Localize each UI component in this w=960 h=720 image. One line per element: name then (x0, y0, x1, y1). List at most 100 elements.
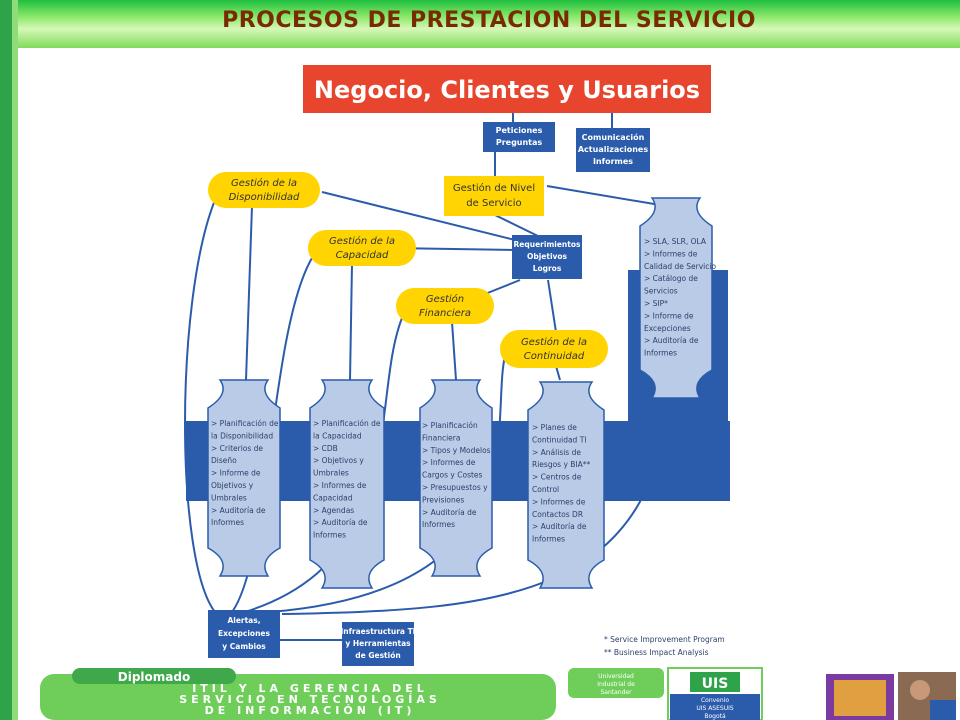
requerimientos-line-2: Objetivos (527, 252, 568, 261)
footer-banner-line-2: SERVICIO EN TECNOLOGÍAS (179, 693, 441, 706)
comunicacion-line-1: Comunicación (582, 132, 645, 142)
fin-list-item: > Informes de (422, 458, 476, 467)
comunicacion-line-2: Actualizaciones (578, 145, 648, 154)
capacidad-line-1: Gestión de la (329, 235, 395, 247)
cap-list-item: > Objetivos y (313, 456, 364, 465)
cont-list-item: Control (532, 485, 559, 494)
page-title: PROCESOS DE PRESTACION DEL SERVICIO (222, 8, 756, 33)
convenio-line-3: Bogotá (704, 713, 726, 720)
sla-list-item: > SIP* (644, 299, 668, 308)
disp-list-item: > Auditoría de (211, 506, 266, 515)
peticiones-line-1: Peticiones (496, 126, 543, 135)
alertas-line-1: Alertas, (227, 616, 260, 625)
cap-list-item: la Capacidad (313, 431, 362, 440)
top-banner (303, 65, 711, 113)
sla-list-item: > Informes de (644, 249, 698, 258)
continuidad-scroll (527, 381, 605, 589)
sla-scroll (639, 197, 713, 399)
financiera-scroll (419, 379, 493, 577)
uis-logo-mark (690, 672, 740, 692)
footnote-sip: * Service Improvement Program (604, 635, 725, 644)
disp-list-item: Informes (211, 518, 244, 527)
nivel-servicio-box (444, 176, 544, 216)
disp-list-item: > Informe de (211, 469, 261, 478)
footer: Diplomado ITIL Y LA GERENCIA DEL SERVICI… (40, 667, 956, 720)
cont-list-item: > Análisis de (532, 448, 581, 457)
alertas-line-3: y Cambios (222, 642, 266, 651)
requerimientos-box (512, 235, 582, 279)
disp-list-item: la Disponibilidad (211, 431, 273, 440)
sla-list-item: > Catálogo de (644, 274, 698, 283)
cont-list-item: Informes (532, 535, 565, 544)
fin-list-item: Financiera (422, 433, 460, 442)
disponibilidad-oval (208, 172, 320, 208)
nivel-servicio-line-2: de Servicio (466, 198, 521, 209)
header-bar: PROCESOS DE PRESTACION DEL SERVICIO (18, 0, 960, 48)
thumbnail-photo-person (910, 680, 930, 700)
cont-list-item: > Planes de (532, 423, 577, 432)
disponibilidad-line-1: Gestión de la (231, 177, 297, 189)
disponibilidad-line-2: Disponibilidad (229, 192, 300, 203)
requerimientos-line-1: Requerimientos (514, 240, 581, 249)
sla-list-item: Servicios (644, 287, 678, 296)
fin-list-item: Cargos y Costes (422, 471, 483, 480)
cont-list-item: Contactos DR (532, 510, 583, 519)
comunicacion-box (576, 128, 650, 172)
financiera-line-1: Gestión (426, 293, 464, 305)
nivel-servicio-line-1: Gestión de Nivel (453, 182, 535, 194)
fin-list-item: Previsiones (422, 495, 464, 504)
capacidad-line-2: Capacidad (336, 250, 389, 261)
sla-list-item: Excepciones (644, 324, 691, 333)
diplomado-tab (72, 668, 236, 684)
financiera-oval (396, 288, 494, 324)
sla-list-item: > Informe de (644, 311, 694, 320)
capacidad-oval (308, 230, 416, 266)
fin-list-item: > Presupuestos y (422, 483, 488, 492)
continuidad-oval (500, 330, 608, 368)
peticiones-box (483, 122, 555, 152)
left-accent-bar (0, 0, 12, 720)
financiera-line-2: Financiera (419, 308, 471, 319)
continuidad-line-1: Gestión de la (521, 336, 587, 348)
sla-list-item: Informes (644, 349, 677, 358)
infraestructura-line-2: y Herramientas (345, 639, 411, 648)
convenio-line-1: Convenio (701, 697, 729, 704)
fin-list-item: > Tipos y Modelos (422, 446, 491, 455)
cap-list-item: > CDB (313, 444, 338, 453)
fin-list-item: > Auditoría de (422, 508, 477, 517)
uis-logo-text: UIS (702, 676, 729, 692)
infraestructura-line-3: de Gestión (355, 651, 400, 660)
diplomado-label: Diplomado (118, 670, 190, 684)
top-banner-text: Negocio, Clientes y Usuarios (314, 76, 700, 104)
continuidad-line-2: Continuidad (524, 351, 585, 362)
disp-list-item: Objetivos y (211, 481, 254, 490)
cont-list-item: > Informes de (532, 497, 586, 506)
sla-list-item: Calidad de Servicio (644, 262, 716, 271)
fin-list-item: Informes (422, 520, 455, 529)
uis-name-line-2: Industrial de (597, 681, 635, 688)
uis-name-line-3: Santander (600, 689, 632, 696)
infraestructura-line-1: Infraestructura TI (341, 627, 416, 636)
alertas-line-2: Excepciones (218, 629, 270, 638)
disp-list-item: Diseño (211, 456, 237, 465)
capacidad-scroll (309, 379, 385, 589)
cap-list-item: Capacidad (313, 493, 353, 502)
peticiones-line-2: Preguntas (496, 138, 543, 147)
disp-list-item: > Planificación de (211, 419, 279, 428)
left-accent-stripe (12, 0, 18, 720)
footer-banner (40, 674, 556, 720)
cap-list-item: > Auditoría de (313, 518, 368, 527)
infraestructura-box (342, 622, 414, 666)
uis-name-box (568, 668, 664, 698)
cap-list-item: > Agendas (313, 506, 354, 515)
alertas-box (208, 610, 280, 658)
disp-list-item: Umbrales (211, 493, 247, 502)
thumbnail-photo-screen (930, 700, 956, 720)
cont-list-item: > Auditoría de (532, 522, 587, 531)
uis-name-line-1: Universidad (598, 673, 634, 680)
